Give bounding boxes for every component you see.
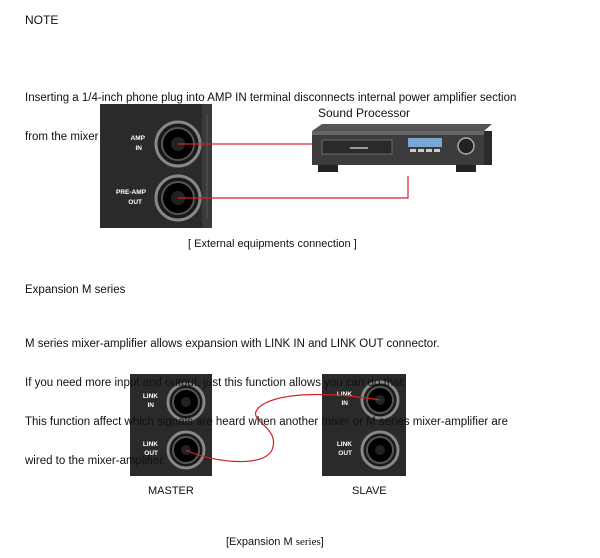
master-link-out-label-line1: LINK [143,441,158,448]
expansion-line-1: M series mixer-amplifier allows expansio… [25,338,440,350]
preamp-out-label-line2: OUT [128,199,142,206]
expansion-caption-prefix: [Expansion M [226,536,296,548]
note-line-1: Inserting a 1/4-inch phone plug into AMP… [25,92,517,104]
sound-processor-label: Sound Processor [318,106,410,120]
expansion-line-2: If you need more input and output, just … [25,377,407,389]
expansion-caption-suffix: ] [320,536,324,548]
amp-in-label-line1: AMP [131,135,146,142]
expansion-line-3: This function affect which signals are h… [25,416,508,428]
expansion-caption: [Expansion M series] [226,536,324,548]
sound-processor-device [312,124,492,172]
external-connection-caption: [ External equipments connection ] [188,238,357,250]
expansion-caption-series: series [295,536,321,548]
master-link-in-jack [166,382,206,422]
slave-link-in-label-line2: IN [342,400,349,407]
preamp-out-label-line1: PRE-AMP [116,189,147,196]
master-link-in-label-line2: IN [148,402,155,409]
cable-preamp-out [178,176,409,199]
slave-link-out-label-line2: OUT [338,450,352,457]
mixer-panel-1 [100,104,212,228]
slave-link-out-label-line1: LINK [337,441,352,448]
slave-link-out-jack [360,430,400,470]
slave-link-in-label-line1: LINK [337,391,352,398]
expansion-heading: Expansion M series [25,284,126,296]
master-label: MASTER [148,485,194,497]
amp-in-label-line2: IN [136,145,143,152]
slave-label: SLAVE [352,485,387,497]
master-link-in-label-line1: LINK [143,393,158,400]
expansion-line-4: wired to the mixer-amplifier. [25,455,166,467]
note-heading: NOTE [25,13,59,27]
master-link-out-label-line2: OUT [144,450,158,457]
expansion-paragraph: M series mixer-amplifier allows expansio… [25,312,508,481]
link-cable [185,393,381,463]
